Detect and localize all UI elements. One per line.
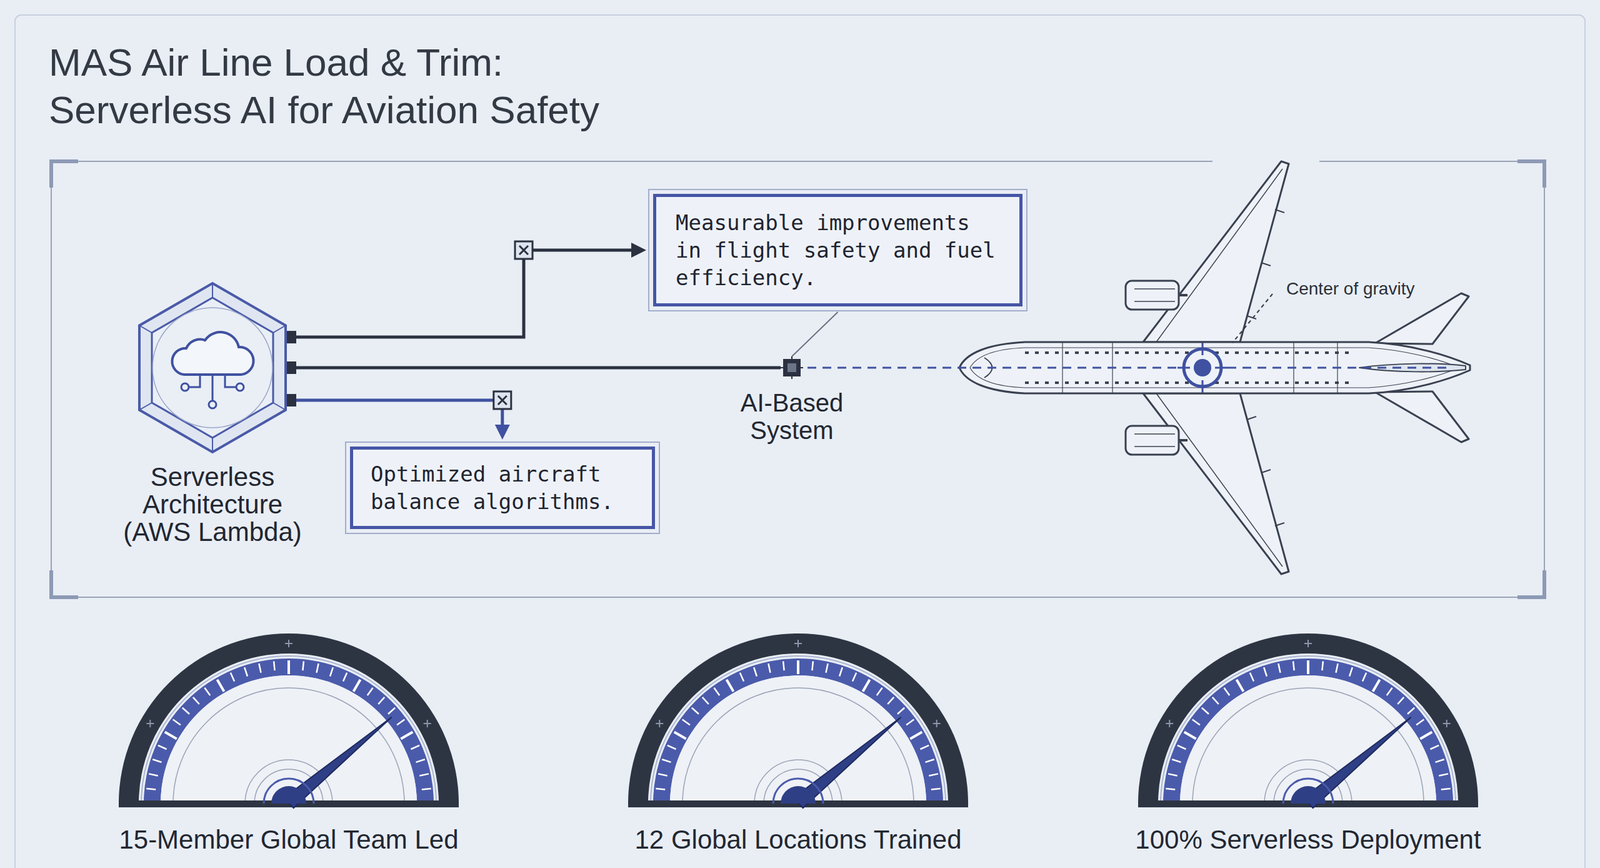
wing-upper <box>1143 161 1289 342</box>
circuit-dot <box>208 400 217 409</box>
gauge-face <box>160 675 417 804</box>
connector <box>285 391 512 440</box>
stabilizer-lower <box>1375 391 1469 442</box>
connector-line <box>287 250 634 337</box>
callout-label: Center of gravity <box>1286 277 1415 300</box>
callout-box: Measurable improvements in flight safety… <box>653 193 1023 307</box>
windows <box>1025 351 1350 354</box>
engine-upper <box>1125 280 1188 310</box>
cg-target <box>1177 342 1228 393</box>
title: MAS Air Line Load & Trim: Serverless AI … <box>48 38 674 134</box>
caption-wrap: AI-Based System <box>723 388 861 444</box>
node-caption: 12 Global Locations Trained <box>634 823 962 855</box>
circuit-dot <box>181 383 189 391</box>
hexagon-ribs <box>139 283 286 452</box>
gauge-arc <box>682 687 914 804</box>
gauge-dial <box>1133 620 1484 809</box>
gauge-hub <box>1290 785 1326 804</box>
gauge-scale <box>653 658 944 804</box>
gauge-face <box>1180 675 1437 804</box>
hexagon-ring <box>152 307 273 428</box>
box-text: Optimized aircraft balance algorithms. <box>370 460 634 515</box>
caption-wrap: Serverless Architecture (AWS Lambda) <box>115 463 310 546</box>
gauge-scale <box>143 658 434 804</box>
junction-ticks <box>780 356 804 379</box>
caption-wrap: 15-Member Global Team Led <box>118 823 459 855</box>
gauge-ticks <box>655 660 942 804</box>
gauge-arc <box>1192 687 1424 804</box>
connector-line <box>287 366 781 370</box>
node-caption: 15-Member Global Team Led <box>118 823 459 855</box>
gauge-rim <box>1138 633 1479 804</box>
gauge-scale <box>1163 658 1454 804</box>
arrowhead <box>495 424 510 440</box>
caption-wrap: 100% Serverless Deployment <box>1135 823 1481 855</box>
junction-core <box>787 363 797 372</box>
connector <box>791 311 839 357</box>
gauge-marks <box>655 639 940 727</box>
engine-lower <box>1125 425 1188 455</box>
gauge-node: 15-Member Global Team Led <box>113 620 464 809</box>
connector-line <box>791 311 839 357</box>
connector <box>285 361 781 374</box>
hexagon-shape <box>137 280 288 455</box>
gauge-ticks <box>1165 660 1452 804</box>
gauge-dial <box>623 620 974 809</box>
junction-cross <box>498 395 507 405</box>
gauge-node: 100% Serverless Deployment <box>1133 620 1484 809</box>
gauge-hub <box>780 785 816 804</box>
callout-box: Optimized aircraft balance algorithms. <box>350 446 655 529</box>
page-border <box>15 15 1585 868</box>
cloud-icon <box>171 331 254 375</box>
connector <box>285 241 647 344</box>
hexagon-outer <box>139 283 286 452</box>
windows <box>1025 381 1350 384</box>
gauge-dial <box>113 620 464 809</box>
gauge-hub <box>271 785 307 804</box>
gauge-ticks <box>145 660 432 804</box>
frame <box>51 161 1545 597</box>
leader-line <box>1232 293 1273 343</box>
junction-cross <box>519 245 529 255</box>
connector-line <box>287 400 503 427</box>
circuit-lines <box>188 374 237 401</box>
node-caption: AI-Based System <box>723 388 861 444</box>
hexagon-inner <box>151 297 274 438</box>
gauge-face <box>670 675 927 804</box>
junction-marker <box>493 391 512 409</box>
node-caption: 100% Serverless Deployment <box>1135 823 1481 855</box>
node-caption: Serverless Architecture (AWS Lambda) <box>115 463 310 546</box>
hexagon-node: Serverless Architecture (AWS Lambda) <box>137 280 288 455</box>
gauge-node: 12 Global Locations Trained <box>623 620 974 809</box>
stabilizer-upper <box>1375 293 1469 344</box>
gauge-highlight <box>1160 655 1456 804</box>
gauge-rim <box>118 633 459 804</box>
arrowhead <box>631 242 647 258</box>
center-line <box>807 366 1450 369</box>
junction-node: AI-Based System <box>780 356 804 379</box>
gauge-arc <box>173 687 405 804</box>
caption-wrap: 12 Global Locations Trained <box>634 823 962 855</box>
gauge-hub-ring <box>1283 778 1334 804</box>
frame-brackets <box>51 161 1545 597</box>
gauge-marks <box>146 639 431 727</box>
gauge-rim <box>628 633 969 804</box>
gauge-highlight <box>650 655 946 804</box>
gauge-highlight <box>141 655 437 804</box>
gauge-marks <box>1165 639 1450 727</box>
box-text: Measurable improvements in flight safety… <box>675 208 1002 292</box>
junction-marker <box>515 241 533 259</box>
gauge-hub-ring <box>773 778 824 804</box>
junction-square <box>783 358 801 377</box>
junction-marker <box>780 356 804 379</box>
circuit-dot <box>236 383 244 391</box>
gauge-hub-ring <box>263 778 314 804</box>
wing-lower <box>1143 393 1289 574</box>
